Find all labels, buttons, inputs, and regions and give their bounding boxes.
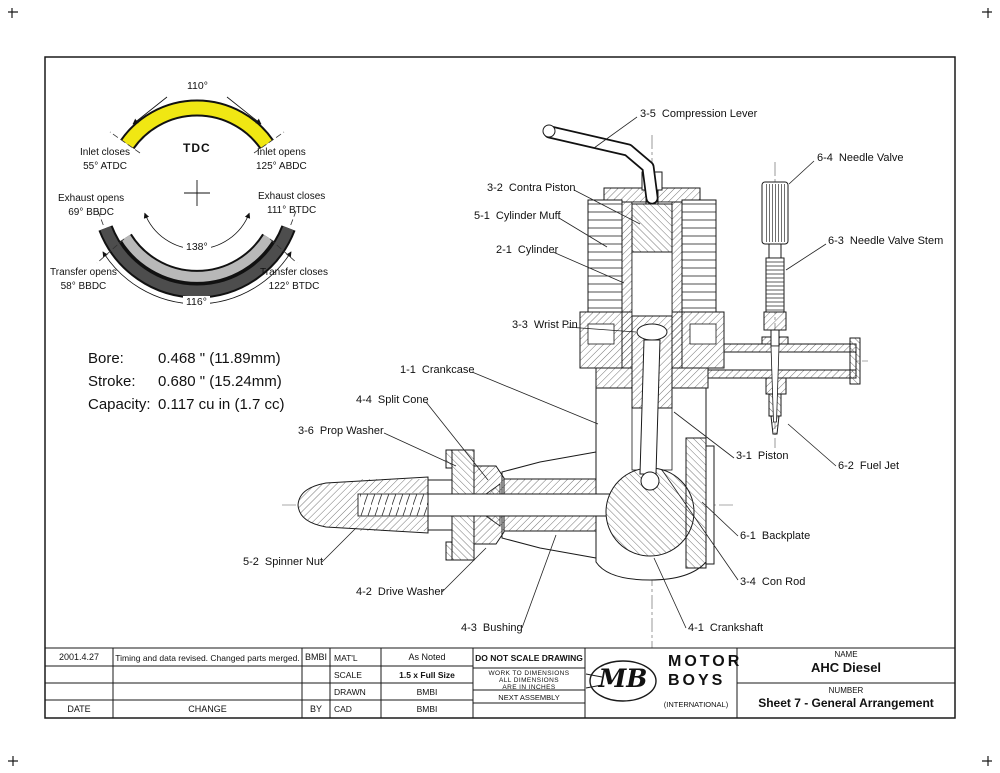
name-label: NAME bbox=[834, 650, 858, 659]
next-assembly-note: NEXT ASSEMBLY bbox=[498, 693, 560, 702]
needle-valve bbox=[761, 181, 789, 423]
title-block-ruling bbox=[45, 647, 955, 718]
inlet-duration-angle: 110° bbox=[184, 80, 211, 92]
revision-date: 2001.4.27 bbox=[58, 652, 100, 662]
mb-monogram: MB bbox=[598, 664, 648, 693]
drawn-label: DRAWN bbox=[334, 687, 366, 697]
timing-extension-lines bbox=[96, 131, 298, 264]
header-change: CHANGE bbox=[188, 704, 227, 714]
number-label: NUMBER bbox=[828, 686, 864, 695]
cad-label: CAD bbox=[334, 704, 352, 714]
revision-change: Timing and data revised. Changed parts m… bbox=[115, 653, 300, 663]
drawing-number: Sheet 7 - General Arrangement bbox=[758, 696, 934, 710]
contra-piston bbox=[631, 203, 673, 253]
work-to-dimensions-line3: ARE IN INCHES bbox=[502, 684, 556, 691]
header-date: DATE bbox=[67, 704, 91, 714]
cad-value: BMBI bbox=[416, 704, 438, 714]
matl-label: MAT'L bbox=[334, 653, 358, 663]
callout-leader-lines bbox=[321, 116, 837, 629]
spec-stroke: Stroke:0.680 " (15.24mm) bbox=[88, 373, 282, 390]
header-by: BY bbox=[309, 704, 322, 714]
drawn-value: BMBI bbox=[416, 687, 438, 697]
drawing-name: AHC Diesel bbox=[810, 660, 882, 675]
scale-label: SCALE bbox=[334, 670, 362, 680]
brand-name-boys: BOYS bbox=[668, 672, 726, 689]
sheet-border bbox=[8, 8, 992, 766]
revision-by: BMBI bbox=[304, 652, 327, 662]
transfer-duration-angle: 116° bbox=[183, 296, 210, 308]
mb-logo-lens bbox=[585, 660, 657, 702]
crank-pin bbox=[640, 471, 660, 491]
brand-name-motor: MOTOR bbox=[668, 653, 743, 670]
work-to-dimensions-line2: ALL DIMENSIONS bbox=[499, 677, 559, 684]
matl-value: As Noted bbox=[408, 652, 446, 662]
spec-bore: Bore:0.468 " (11.89mm) bbox=[88, 350, 281, 367]
do-not-scale-note: DO NOT SCALE DRAWING bbox=[475, 653, 583, 663]
crank-group bbox=[605, 323, 695, 557]
tdc-label: TDC bbox=[183, 141, 211, 155]
compression-lever bbox=[542, 124, 663, 205]
con-rod bbox=[639, 339, 661, 475]
spinner-nut bbox=[297, 476, 429, 534]
tdc-cross bbox=[184, 180, 210, 206]
engine-drawing bbox=[282, 124, 868, 702]
exhaust-duration-angle: 138° bbox=[183, 241, 211, 253]
inlet-arc bbox=[122, 101, 272, 149]
work-to-dimensions-line1: WORK TO DIMENSIONS bbox=[488, 670, 570, 677]
backplate bbox=[685, 437, 715, 569]
brand-subtitle: (INTERNATIONAL) bbox=[663, 700, 729, 709]
scale-value: 1.5 x Full Size bbox=[399, 670, 455, 680]
engine-specs: Bore:0.468 " (11.89mm) Stroke:0.680 " (1… bbox=[88, 347, 284, 416]
timing-diagram bbox=[96, 96, 298, 305]
wrist-pin bbox=[636, 323, 668, 341]
spec-capacity: Capacity:0.117 cu in (1.7 cc) bbox=[88, 396, 285, 413]
